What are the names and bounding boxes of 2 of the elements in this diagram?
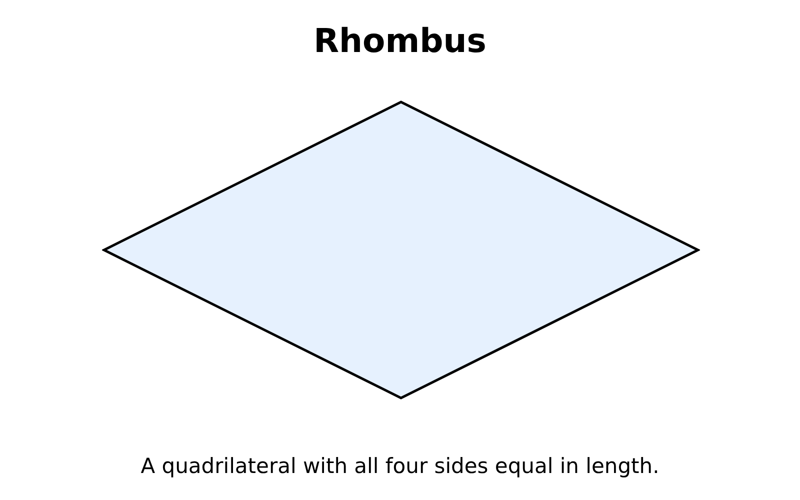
caption: A quadrilateral with all four sides equal in length. — [140, 453, 660, 480]
title: Rhombus — [314, 20, 486, 62]
